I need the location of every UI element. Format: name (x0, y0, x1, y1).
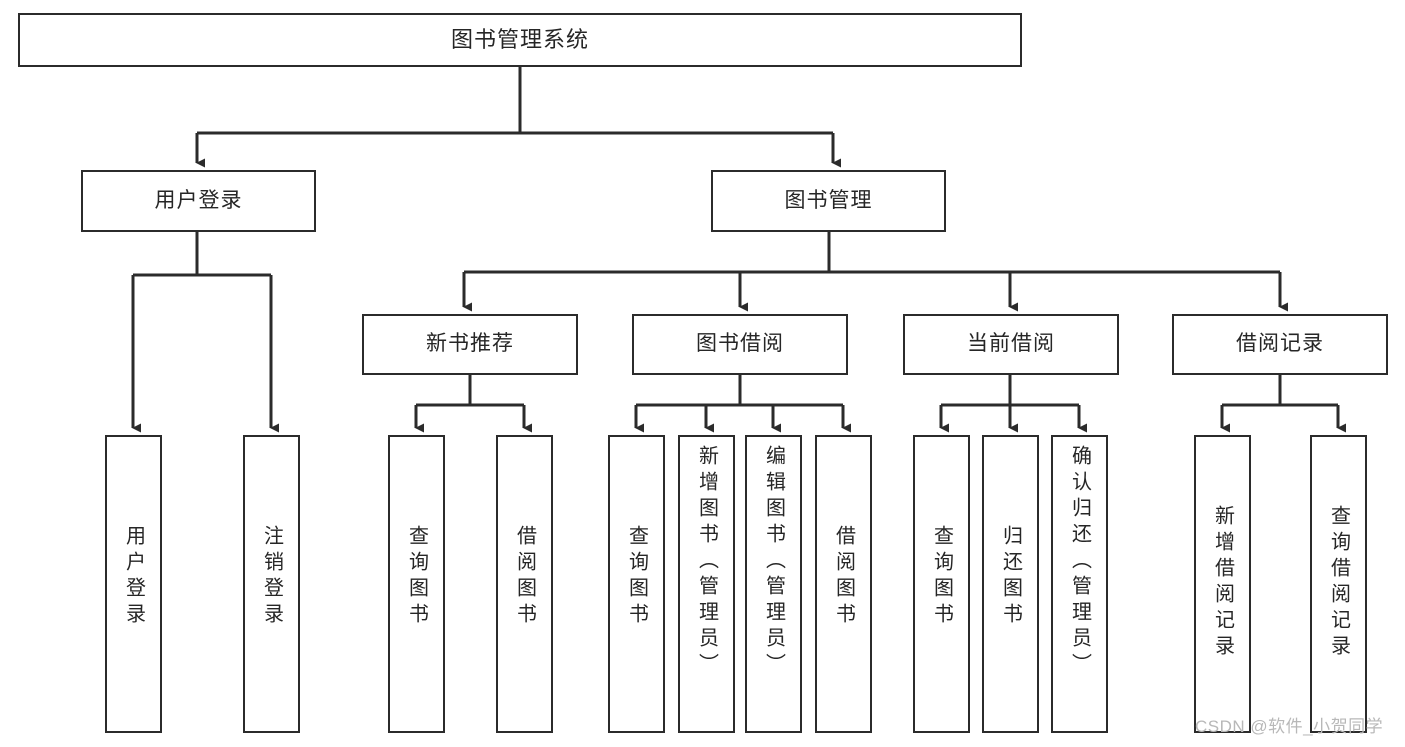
node-leaf-confirm-return-label: 确认归还（管理员） (1068, 445, 1091, 679)
node-leaf-query-book-1-label: 查询图书 (405, 525, 428, 629)
node-book-manage-label: 图书管理 (784, 188, 873, 212)
node-new-book-recommend-label: 新书推荐 (426, 332, 514, 356)
node-leaf-confirm-return[interactable]: 确认归还（管理员） (1051, 435, 1108, 733)
node-root[interactable]: 图书管理系统 (18, 13, 1022, 67)
node-leaf-user-logout-label: 注销登录 (260, 525, 283, 629)
watermark: CSDN @软件_小贺同学 (1195, 717, 1384, 736)
node-root-label: 图书管理系统 (450, 27, 589, 53)
node-book-borrow[interactable]: 图书借阅 (632, 314, 848, 375)
node-borrow-record-label: 借阅记录 (1236, 332, 1324, 356)
node-book-borrow-label: 图书借阅 (696, 332, 784, 356)
node-leaf-query-record[interactable]: 查询借阅记录 (1310, 435, 1367, 733)
node-leaf-return-book-label: 归还图书 (999, 525, 1022, 629)
node-leaf-borrow-book-2[interactable]: 借阅图书 (815, 435, 872, 733)
node-leaf-query-book-3[interactable]: 查询图书 (913, 435, 970, 733)
node-leaf-return-book[interactable]: 归还图书 (982, 435, 1039, 733)
node-book-manage[interactable]: 图书管理 (711, 170, 946, 232)
node-new-book-recommend[interactable]: 新书推荐 (362, 314, 578, 375)
node-current-borrow-label: 当前借阅 (967, 332, 1055, 356)
node-leaf-query-record-label: 查询借阅记录 (1327, 505, 1350, 661)
node-current-borrow[interactable]: 当前借阅 (903, 314, 1119, 375)
node-leaf-edit-book[interactable]: 编辑图书（管理员） (745, 435, 802, 733)
node-leaf-add-book[interactable]: 新增图书（管理员） (678, 435, 735, 733)
node-leaf-borrow-book-1[interactable]: 借阅图书 (496, 435, 553, 733)
node-leaf-add-record-label: 新增借阅记录 (1211, 505, 1234, 661)
node-leaf-user-login[interactable]: 用户登录 (105, 435, 162, 733)
node-leaf-query-book-2[interactable]: 查询图书 (608, 435, 665, 733)
node-user-login[interactable]: 用户登录 (81, 170, 316, 232)
node-leaf-query-book-3-label: 查询图书 (930, 525, 953, 629)
node-leaf-query-book-1[interactable]: 查询图书 (388, 435, 445, 733)
node-leaf-edit-book-label: 编辑图书（管理员） (762, 445, 785, 679)
node-leaf-add-record[interactable]: 新增借阅记录 (1194, 435, 1251, 733)
node-borrow-record[interactable]: 借阅记录 (1172, 314, 1388, 375)
node-leaf-user-logout[interactable]: 注销登录 (243, 435, 300, 733)
node-leaf-borrow-book-1-label: 借阅图书 (513, 525, 536, 629)
node-leaf-add-book-label: 新增图书（管理员） (695, 445, 718, 679)
node-leaf-borrow-book-2-label: 借阅图书 (832, 525, 855, 629)
node-user-login-label: 用户登录 (154, 188, 243, 212)
node-leaf-query-book-2-label: 查询图书 (625, 525, 648, 629)
node-leaf-user-login-label: 用户登录 (122, 525, 145, 629)
